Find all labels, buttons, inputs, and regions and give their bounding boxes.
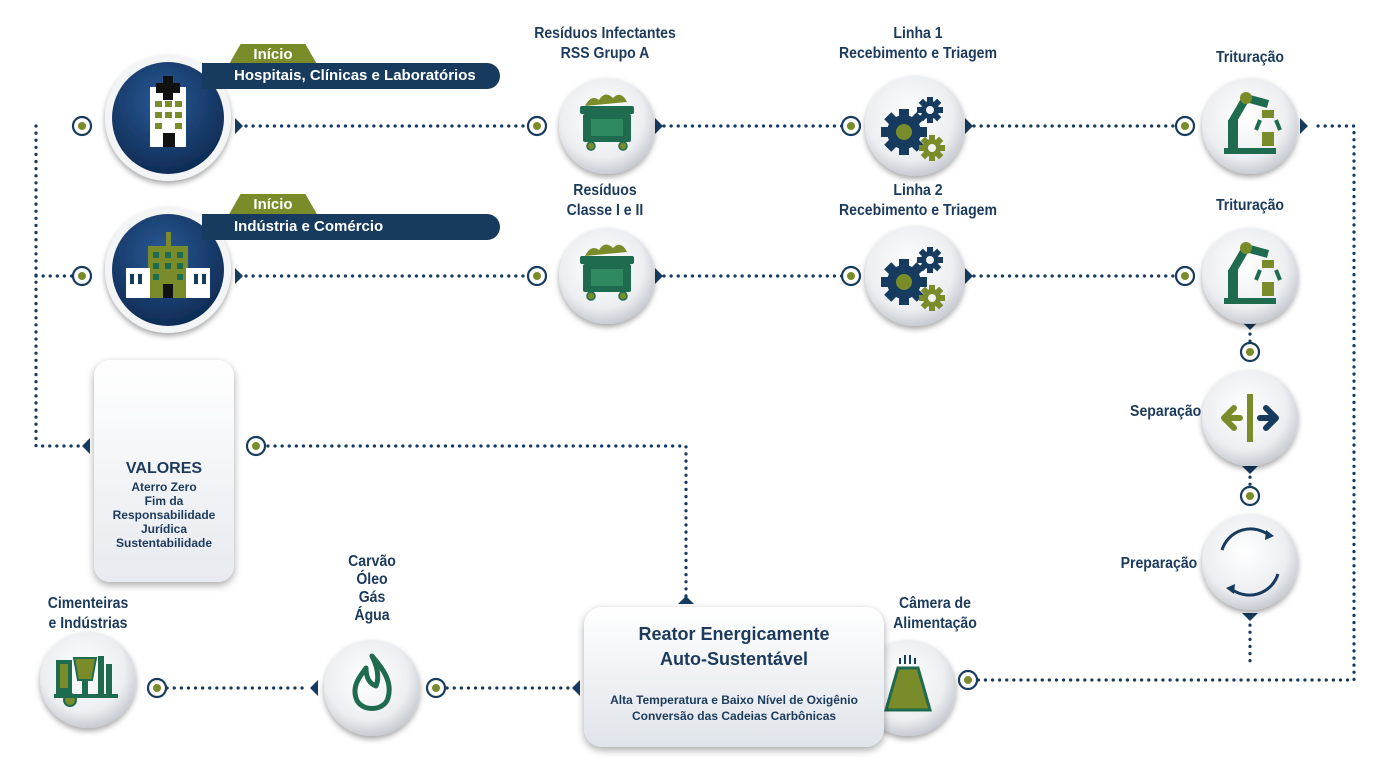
separation-node [1202, 370, 1298, 466]
values-list: Aterro Zero Fim da Responsabilidade Jurí… [112, 480, 216, 550]
reactor-card [584, 607, 884, 747]
preparation-label: Preparação [1120, 555, 1198, 572]
reactor-title: Reator Energicamente Auto-Sustentável [638, 624, 830, 669]
reactor-subtitle: Alta Temperatura e Baixo Nível de Oxigên… [610, 693, 858, 723]
products-node [324, 640, 420, 736]
crush-label-row1: Trituração [1215, 49, 1285, 66]
line1-node [865, 76, 965, 176]
values-card [94, 360, 234, 582]
source-banner-industry: Indústria e Comércio [202, 214, 500, 240]
start-badge-row2: Início [228, 194, 318, 216]
split-arrows-icon [1221, 394, 1279, 442]
factory-icon [126, 232, 210, 298]
separation-label: Separação [1130, 403, 1202, 420]
crush-node-row2 [1202, 228, 1298, 324]
feed-chamber-node [860, 640, 956, 736]
cement-mixer-icon [54, 656, 118, 707]
bin-node-row1 [559, 78, 655, 174]
line2-node [865, 226, 965, 326]
crush-label-row2: Trituração [1215, 197, 1285, 214]
cement-node [40, 632, 136, 728]
flame-icon [352, 653, 392, 711]
start-badge-row1: Início [228, 44, 318, 66]
bin-node-row2 [559, 228, 655, 324]
hospital-icon [150, 76, 186, 147]
source-banner-hospitals: Hospitais, Clínicas e Laboratórios [202, 63, 500, 89]
values-title: VALORES [125, 460, 203, 477]
chimney-icon [884, 655, 932, 712]
cycle-gear-icon [1220, 527, 1280, 597]
crush-node-row1 [1202, 78, 1298, 174]
preparation-node [1202, 514, 1298, 610]
